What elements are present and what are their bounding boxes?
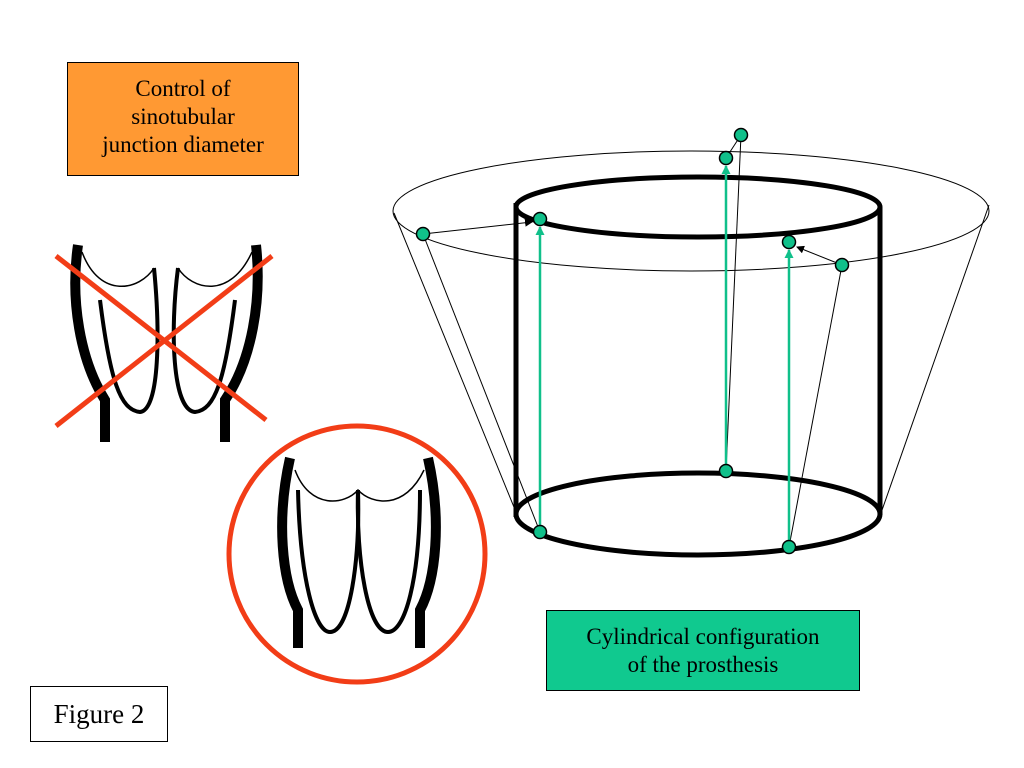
marker-dot bbox=[415, 226, 431, 242]
circled-valve-icon bbox=[226, 423, 488, 685]
red-cross-line bbox=[54, 254, 268, 422]
label-line: Control of bbox=[135, 76, 231, 101]
figure-label: Figure 2 bbox=[30, 686, 168, 742]
marker-dot bbox=[834, 257, 850, 273]
stj-control-label: Control of sinotubular junction diameter bbox=[67, 62, 299, 176]
label-line: junction diameter bbox=[102, 132, 264, 157]
red-cross-line bbox=[54, 254, 274, 428]
marker-dot bbox=[781, 234, 797, 250]
cone-generator-lines bbox=[422, 134, 843, 548]
green-arrows bbox=[535, 165, 794, 547]
cylinder-prosthesis bbox=[513, 174, 883, 558]
red-circle bbox=[226, 423, 488, 685]
marker-dots bbox=[415, 127, 850, 555]
marker-dot bbox=[718, 463, 734, 479]
marker-dot bbox=[718, 150, 734, 166]
marker-dot bbox=[781, 539, 797, 555]
marker-dot bbox=[532, 524, 548, 540]
label-line: of the prosthesis bbox=[627, 652, 779, 677]
marker-dot bbox=[733, 127, 749, 143]
marker-dot bbox=[532, 211, 548, 227]
crossed-out-valve-icon bbox=[54, 244, 274, 442]
label-line: sinotubular bbox=[131, 104, 235, 129]
cone-outline bbox=[392, 150, 990, 518]
cylindrical-config-label: Cylindrical configuration of the prosthe… bbox=[546, 610, 860, 691]
label-line: Cylindrical configuration bbox=[586, 624, 820, 649]
black-arrows bbox=[422, 218, 843, 266]
